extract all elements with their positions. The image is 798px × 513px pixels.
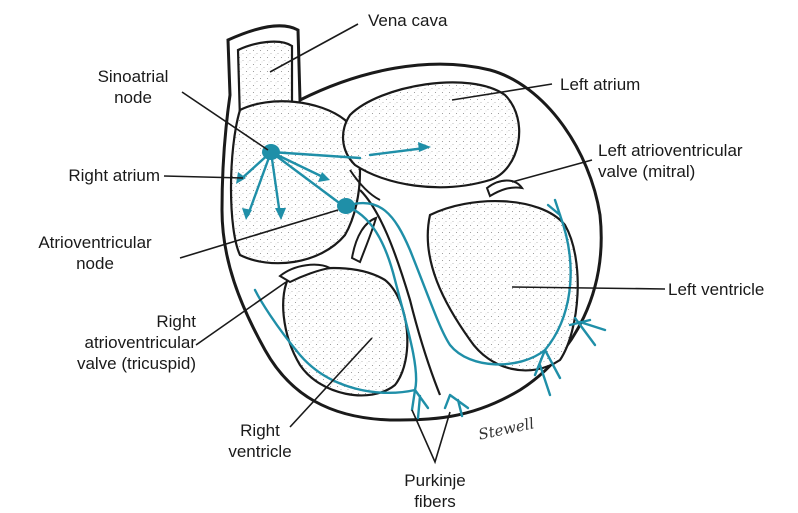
label-left-atrium: Left atrium: [560, 74, 640, 95]
label-right-ventricle: Right ventricle: [210, 420, 310, 462]
label-left-ventricle: Left ventricle: [668, 279, 764, 300]
label-right-atrium: Right atrium: [20, 165, 160, 186]
label-left-av-valve: Left atrioventricular valve (mitral): [598, 140, 743, 182]
label-sinoatrial-node: Sinoatrial node: [78, 66, 188, 108]
sinoatrial-node-dot: [262, 144, 280, 160]
av-node-dot: [337, 198, 355, 214]
right-atrium-shape: [231, 101, 360, 263]
label-right-av-valve: Right atrioventricular valve (tricuspid): [40, 311, 196, 374]
label-av-node: Atrioventricular node: [10, 232, 180, 274]
label-purkinje-fibers: Purkinje fibers: [380, 470, 490, 512]
label-vena-cava: Vena cava: [368, 10, 447, 31]
